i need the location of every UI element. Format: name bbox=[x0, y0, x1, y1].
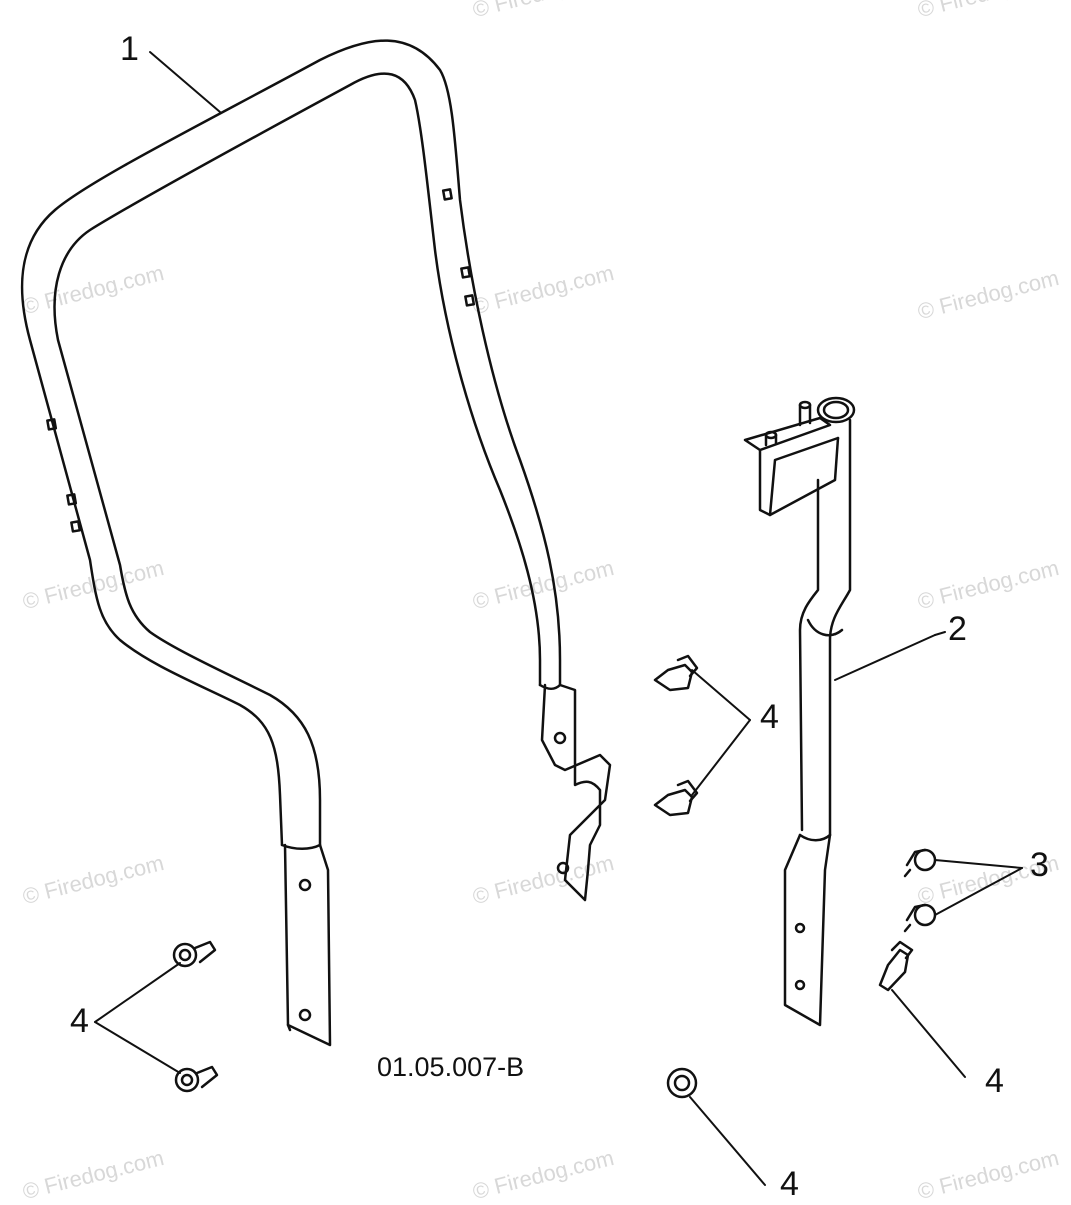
callout-3: 3 bbox=[1030, 846, 1049, 884]
rops-frame-part bbox=[20, 39, 612, 1047]
callout-4: 4 bbox=[985, 1062, 1004, 1100]
left-mount-tab bbox=[283, 843, 332, 1047]
callout-4: 4 bbox=[780, 1165, 799, 1203]
rops-support-part bbox=[743, 396, 856, 1027]
callout-4: 4 bbox=[70, 1002, 89, 1040]
figure-code: 01.05.007-B bbox=[377, 1052, 525, 1082]
flange-nut-part bbox=[903, 848, 937, 933]
leader-lines bbox=[94, 51, 1023, 1186]
callout-1: 1 bbox=[120, 30, 139, 68]
callout-4: 4 bbox=[760, 698, 779, 736]
right-mount-tab bbox=[540, 683, 612, 902]
bolt-part bbox=[172, 654, 914, 1099]
callout-2: 2 bbox=[948, 610, 967, 648]
